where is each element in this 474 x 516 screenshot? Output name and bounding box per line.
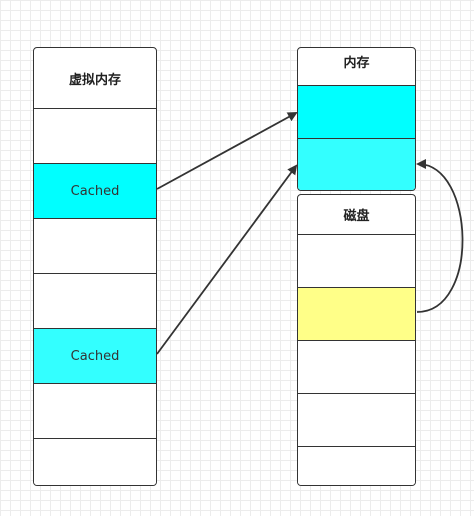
- memory-title: 内存: [343, 55, 370, 71]
- virtual-memory-column: 虚拟内存 Cached Cached: [33, 47, 157, 486]
- disk-column: 磁盘: [297, 194, 416, 486]
- virtual-memory-cell: [34, 438, 156, 485]
- memory-cell: [298, 85, 415, 138]
- disk-cell: [298, 393, 415, 446]
- virtual-memory-cell: [34, 218, 156, 273]
- virtual-memory-cell: [34, 383, 156, 438]
- virtual-memory-cell-cached: Cached: [34, 328, 156, 383]
- disk-to-memory-arrow: [416, 159, 464, 313]
- disk-title: 磁盘: [343, 209, 370, 224]
- virtual-memory-cell: [34, 273, 156, 328]
- virtual-memory-cell-cached: Cached: [34, 163, 156, 218]
- disk-cell-highlighted: [298, 287, 415, 340]
- cached-to-memory-arrow-2: [156, 164, 298, 355]
- disk-cell: [298, 340, 415, 393]
- memory-cell: [298, 138, 415, 190]
- disk-cell: [298, 446, 415, 485]
- cached-to-memory-arrow-1: [156, 112, 298, 190]
- virtual-memory-cell: [34, 108, 156, 163]
- cell-label: Cached: [70, 348, 120, 364]
- cell-label: Cached: [70, 183, 120, 199]
- virtual-memory-title: 虚拟内存: [68, 72, 121, 88]
- memory-column: 内存: [297, 47, 416, 191]
- disk-cell: [298, 234, 415, 287]
